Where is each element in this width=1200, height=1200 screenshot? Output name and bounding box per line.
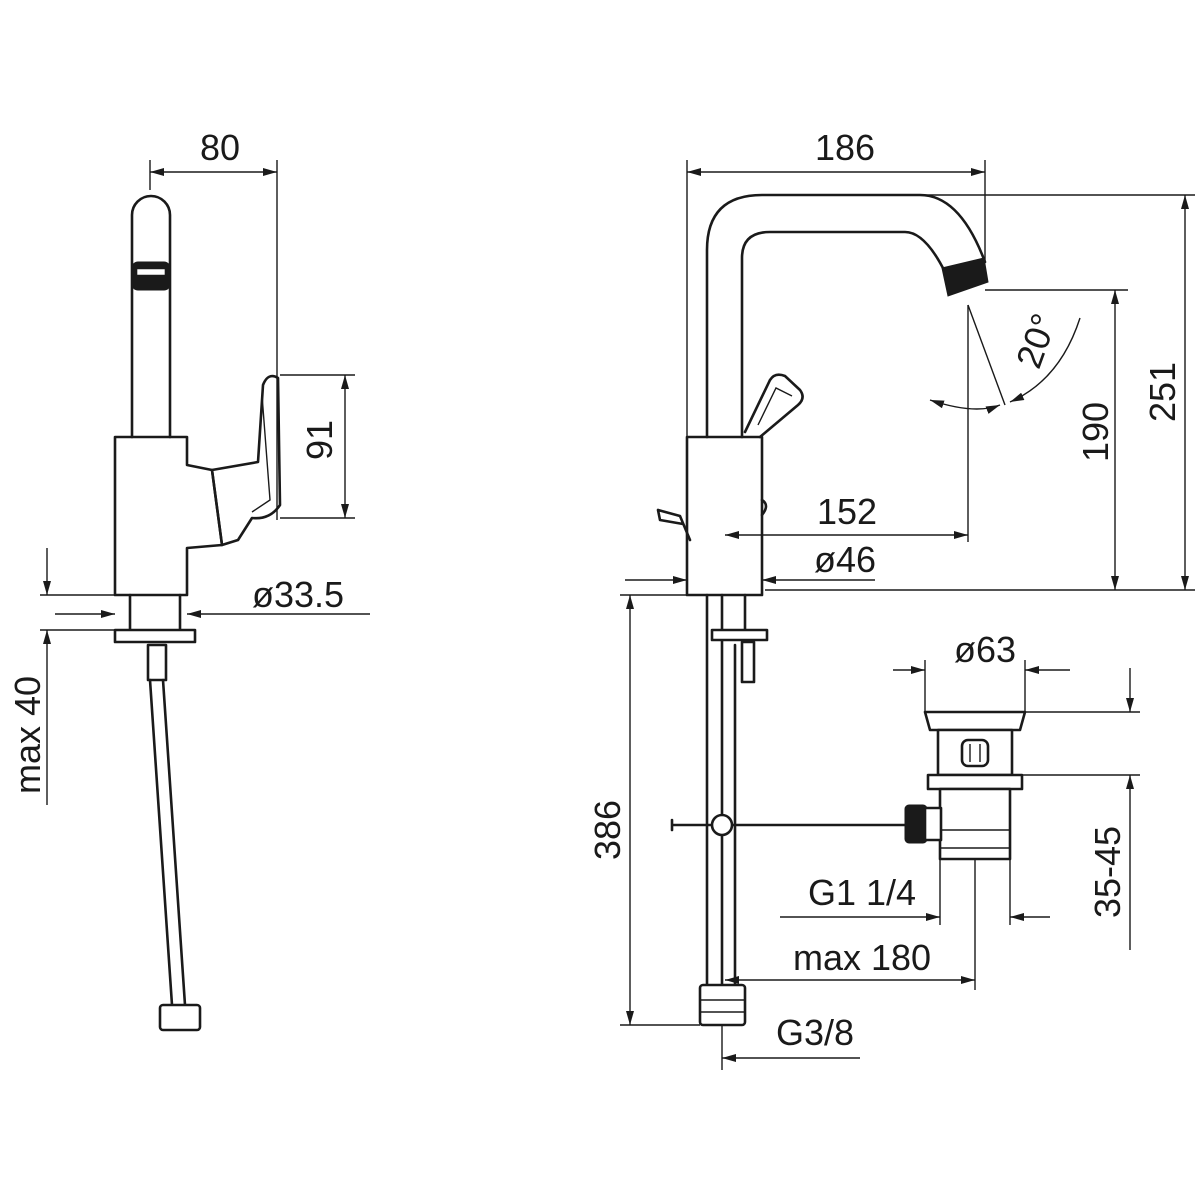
dimension-g1-1-4: G1 1/4 — [808, 872, 916, 913]
dimension-diameter-46: ø46 — [814, 539, 876, 580]
drain-assembly — [904, 710, 1027, 861]
dimension-max-180: max 180 — [793, 937, 931, 978]
side-mount-plate — [113, 628, 197, 644]
dimension-max-40: max 40 — [7, 676, 48, 794]
side-lever — [210, 374, 282, 547]
dimension-190: 190 — [1075, 402, 1116, 462]
front-hose-nuts — [698, 983, 747, 1027]
dimension-g3-8: G3/8 — [776, 1012, 854, 1053]
dimension-186: 186 — [815, 127, 875, 168]
side-body — [113, 435, 224, 597]
front-spout — [705, 193, 987, 439]
front-lever — [743, 373, 804, 439]
dimension-diameter-63: ø63 — [954, 629, 1016, 670]
front-popup-lever — [656, 508, 692, 542]
side-spout — [130, 194, 172, 439]
front-mount-plate — [710, 628, 769, 642]
side-view: 80 91 ø33.5 max 40 — [7, 127, 370, 1032]
dimension-80: 80 — [200, 127, 240, 168]
side-hose-nut — [158, 1003, 202, 1032]
dimension-152: 152 — [817, 491, 877, 532]
side-nut — [146, 643, 168, 682]
front-shank — [705, 593, 747, 992]
popup-rod-joint — [710, 813, 734, 837]
front-body — [685, 435, 764, 597]
dimension-35-45: 35-45 — [1087, 826, 1128, 918]
dimension-diameter-33-5: ø33.5 — [252, 574, 344, 615]
side-shank — [128, 593, 182, 632]
side-hose — [148, 678, 187, 1007]
front-nut — [740, 640, 756, 684]
front-aerator-icon — [941, 257, 989, 297]
dimension-angle-20: 20° — [1008, 308, 1065, 373]
dimension-251: 251 — [1142, 362, 1183, 422]
front-view: 186 251 190 20° 152 ø46 386 G3/8 ø63 — [587, 127, 1195, 1070]
dimension-386: 386 — [587, 800, 628, 860]
dimension-91: 91 — [299, 420, 340, 460]
